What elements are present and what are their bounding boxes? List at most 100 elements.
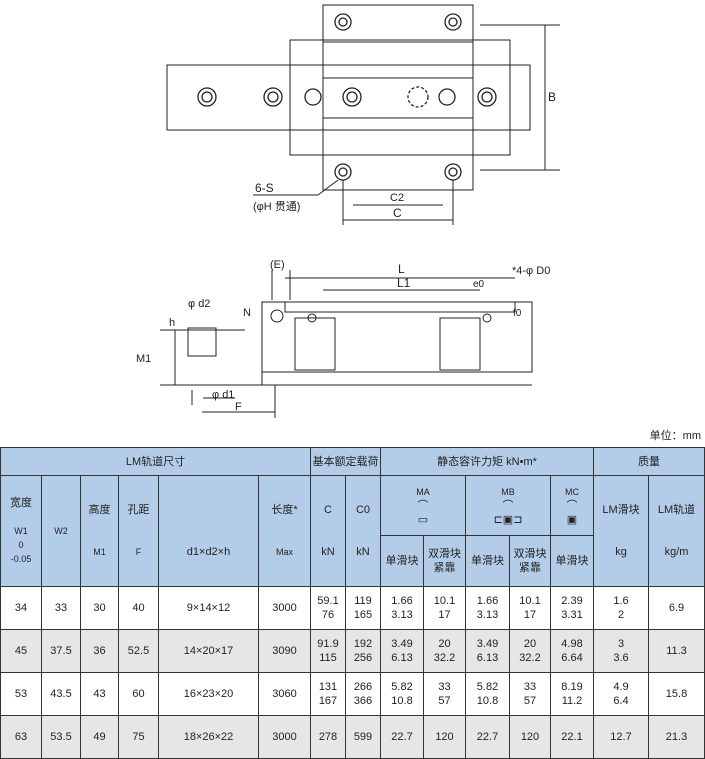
label-h: h (169, 317, 175, 329)
col-d: d1×d2×h (158, 475, 259, 587)
table-cell: 52.5 (118, 629, 159, 673)
col-length: 长度*Max (258, 475, 311, 587)
table-cell: 63 (0, 715, 42, 759)
table-cell: 43 (80, 672, 119, 716)
col-ma: MA⌒▭ (380, 475, 466, 536)
table-cell: 3 3.6 (593, 629, 649, 673)
table-cell: 53.5 (41, 715, 81, 759)
table-cell: 21.3 (648, 715, 705, 759)
ma-double: 双滑块紧靠 (423, 535, 466, 587)
table-cell: 43.5 (41, 672, 81, 716)
label-m1: M1 (136, 353, 151, 365)
label-d0: *4-φ D0 (512, 265, 550, 277)
table-cell: 59.1 76 (310, 586, 346, 630)
label-phi-h: (φH 贯通) (253, 200, 300, 213)
group-rail: LM轨道尺寸 (0, 447, 311, 476)
table-cell: 8.19 11.2 (550, 672, 594, 716)
table-cell: 3060 (258, 672, 311, 716)
mb-double: 双滑块紧靠 (509, 535, 551, 587)
col-mc: MC⌒▣ (550, 475, 594, 536)
table-cell: 266 366 (345, 672, 381, 716)
moment-a-icon: ⌒▭ (417, 499, 429, 526)
label-d2: φ d2 (188, 298, 210, 310)
table-cell: 33 (41, 586, 81, 630)
label-l1: L1 (397, 276, 411, 290)
table-cell: 2.39 3.31 (550, 586, 594, 630)
mc-single: 单滑块 (550, 535, 594, 587)
label-n: N (243, 307, 251, 319)
table-cell: 11.3 (648, 629, 705, 673)
mb-single: 单滑块 (465, 535, 510, 587)
technical-drawing: B 6-S (φH 贯通) C2 C (E) L L1 *4-φ D0 e0 f… (136, 4, 560, 418)
table-cell: 4.98 6.64 (550, 629, 594, 673)
table-cell: 120 (423, 715, 466, 759)
table-cell: 53 (0, 672, 42, 716)
table-cell: 599 (345, 715, 381, 759)
table-cell: 1.66 3.13 (380, 586, 424, 630)
label-d1: φ d1 (212, 389, 234, 401)
table-cell: 22.1 (550, 715, 594, 759)
side-view: (E) L L1 *4-φ D0 e0 f0 N φ d2 h M1 φ d1 … (136, 259, 550, 418)
table-cell: 10.1 17 (509, 586, 551, 630)
table-cell: 75 (118, 715, 159, 759)
table-cell: 37.5 (41, 629, 81, 673)
label-f: F (235, 401, 242, 413)
moment-c-icon: ⌒▣ (566, 499, 578, 526)
table-cell: 49 (80, 715, 119, 759)
table-cell: 22.7 (465, 715, 510, 759)
unit-label: 单位：mm (649, 430, 701, 442)
table-cell: 20 32.2 (509, 629, 551, 673)
table-cell: 5.82 10.8 (380, 672, 424, 716)
table-cell: 40 (118, 586, 159, 630)
table-cell: 91.9 115 (310, 629, 346, 673)
moment-b-icon: ⌒⊏▣⊐ (493, 499, 523, 526)
table-cell: 45 (0, 629, 42, 673)
label-f0: f0 (513, 308, 522, 319)
table-cell: 5.82 10.8 (465, 672, 510, 716)
table-cell: 3000 (258, 715, 311, 759)
table-cell: 6.9 (648, 586, 705, 630)
table-cell: 9×14×12 (158, 586, 259, 630)
table-cell: 131 167 (310, 672, 346, 716)
table-cell: 4.9 6.4 (593, 672, 649, 716)
col-mb: MB⌒⊏▣⊐ (465, 475, 551, 536)
table-cell: 3.49 6.13 (465, 629, 510, 673)
table-cell: 3090 (258, 629, 311, 673)
table-cell: 15.8 (648, 672, 705, 716)
col-w2: W2 (41, 475, 81, 587)
table-cell: 20 32.2 (423, 629, 466, 673)
table-cell: 22.7 (380, 715, 424, 759)
label-c2: C2 (390, 192, 404, 204)
table-cell: 10.1 17 (423, 586, 466, 630)
table-cell: 3.49 6.13 (380, 629, 424, 673)
table-cell: 16×23×20 (158, 672, 259, 716)
label-l: L (398, 262, 405, 276)
table-cell: 33 57 (423, 672, 466, 716)
table-cell: 30 (80, 586, 119, 630)
label-6s: 6-S (255, 181, 274, 195)
table-cell: 1.6 2 (593, 586, 649, 630)
label-b: B (548, 90, 556, 104)
table-cell: 192 256 (345, 629, 381, 673)
label-e: (E) (270, 259, 285, 271)
table-cell: 18×26×22 (158, 715, 259, 759)
top-view: B 6-S (φH 贯通) C2 C (166, 4, 560, 225)
table-cell: 1.66 3.13 (465, 586, 510, 630)
group-load: 基本额定载荷 (310, 447, 381, 476)
group-mass: 质量 (593, 447, 705, 476)
label-c: C (393, 206, 402, 220)
table-cell: 36 (80, 629, 119, 673)
table-cell: 120 (509, 715, 551, 759)
group-moment: 静态容许力矩 kN•m* (380, 447, 594, 476)
